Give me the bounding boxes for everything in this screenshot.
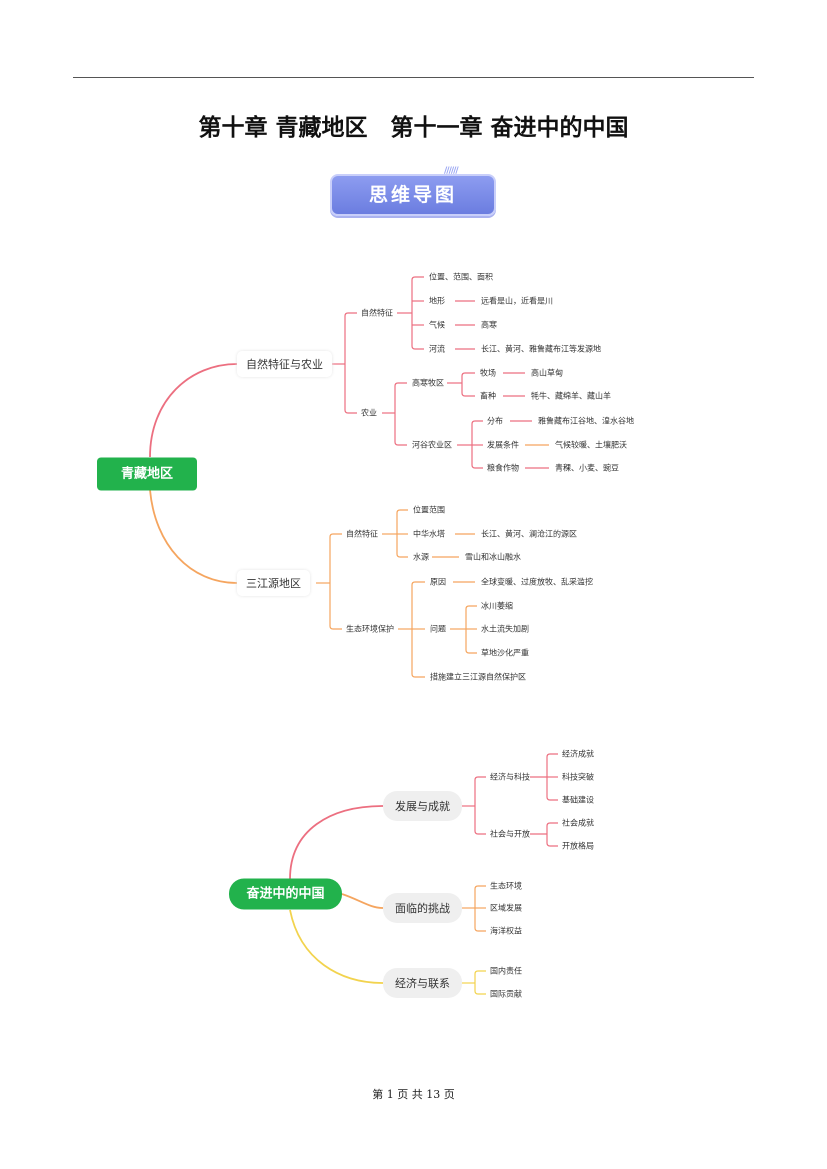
node: 原因 xyxy=(430,577,446,587)
node: 分布 xyxy=(487,416,503,426)
node: 自然特征 xyxy=(346,529,378,539)
map1-branch-sanjiangyuan: 三江源地区 xyxy=(237,570,310,596)
node: 高寒牧区 xyxy=(412,378,444,388)
node: 社会与开放 xyxy=(490,829,530,839)
node: 国际贡献 xyxy=(490,989,522,999)
node: 社会成就 xyxy=(562,818,594,828)
map2-branch-challenges: 面临的挑战 xyxy=(383,893,462,923)
connector-line xyxy=(471,464,483,469)
connector-line xyxy=(394,441,407,446)
connector-line xyxy=(344,312,357,317)
connector-line xyxy=(474,885,486,890)
map2-branch-development: 发展与成就 xyxy=(383,791,462,821)
connector-line xyxy=(461,372,475,377)
node: 远看是山，近看是川 xyxy=(481,296,553,306)
node: 开放格局 xyxy=(562,841,594,851)
connector-line xyxy=(329,533,342,538)
connector-line xyxy=(474,970,486,975)
connector-line xyxy=(465,605,477,610)
connector-line xyxy=(465,649,477,654)
node: 位置、范围、面积 xyxy=(429,272,493,282)
connector-line xyxy=(289,805,384,880)
connector-line xyxy=(344,409,357,414)
connector-line xyxy=(474,990,486,995)
node: 区域发展 xyxy=(490,903,522,913)
node: 经济成就 xyxy=(562,749,594,759)
connector-line xyxy=(411,345,424,350)
node: 牦牛、藏绵羊、藏山羊 xyxy=(531,391,611,401)
badge-decoration-icon: ////// xyxy=(444,166,459,176)
node: 粮食作物 xyxy=(487,463,519,473)
node: 发展条件 xyxy=(487,440,519,450)
node: 河谷农业区 xyxy=(412,440,452,450)
node: 经济与科技 xyxy=(490,772,530,782)
node: 长江、黄河、澜沧江的源区 xyxy=(481,529,577,539)
map2-root: 奋进中的中国 xyxy=(229,878,342,910)
node: 水源 xyxy=(413,552,429,562)
header-rule xyxy=(73,77,754,78)
node: 冰川萎缩 xyxy=(481,601,513,611)
node: 雅鲁藏布江谷地、湟水谷地 xyxy=(538,416,634,426)
page-footer: 第 1 页 共 13 页 xyxy=(372,1088,455,1101)
node: 问题 xyxy=(430,624,446,634)
node: 措施建立三江源自然保护区 xyxy=(430,672,526,682)
connector-line xyxy=(411,276,424,281)
node: 地形 xyxy=(429,296,445,306)
connector-line xyxy=(546,796,558,801)
mindmap-badge: 思维导图 xyxy=(330,174,496,216)
node: 中华水塔 xyxy=(413,529,445,539)
connector-line xyxy=(289,909,384,984)
node: 气候 xyxy=(429,320,445,330)
connector-line xyxy=(149,489,238,584)
connector-line xyxy=(546,842,558,847)
node: 雪山和冰山融水 xyxy=(465,552,521,562)
map1-root: 青藏地区 xyxy=(97,457,197,491)
node: 生态环境保护 xyxy=(346,624,394,634)
connector-line xyxy=(474,927,486,932)
connector-line xyxy=(329,625,342,630)
node: 草地沙化严重 xyxy=(481,648,529,658)
node: 青稞、小麦、豌豆 xyxy=(555,463,619,473)
node: 农业 xyxy=(361,408,377,418)
connector-line xyxy=(461,392,475,397)
connector-line xyxy=(411,581,425,586)
node: 畜种 xyxy=(480,391,496,401)
node: 高寒 xyxy=(481,320,497,330)
connector-line xyxy=(396,553,408,558)
connector-line xyxy=(546,822,558,827)
node: 全球变暖、过度放牧、乱采滥挖 xyxy=(481,577,593,587)
node: 长江、黄河、雅鲁藏布江等发源地 xyxy=(481,344,601,354)
connector-line xyxy=(471,420,483,425)
node: 生态环境 xyxy=(490,881,522,891)
node: 国内责任 xyxy=(490,966,522,976)
node: 河流 xyxy=(429,344,445,354)
node: 基础建设 xyxy=(562,795,594,805)
node: 科技突破 xyxy=(562,772,594,782)
connector-line xyxy=(396,509,408,514)
connector-line xyxy=(394,382,407,387)
node: 海洋权益 xyxy=(490,926,522,936)
map1-branch-natural-agri: 自然特征与农业 xyxy=(237,351,332,377)
connector-line xyxy=(341,893,384,909)
node: 牧场 xyxy=(480,368,496,378)
connector-line xyxy=(149,363,238,458)
connector-line xyxy=(546,753,558,758)
node: 高山草甸 xyxy=(531,368,563,378)
page-title: 第十章 青藏地区 第十一章 奋进中的中国 xyxy=(198,114,629,141)
connector-line xyxy=(474,830,486,835)
node: 水土流失加剧 xyxy=(481,624,529,634)
map2-branch-connections: 经济与联系 xyxy=(383,968,462,998)
node: 气候较暖、土壤肥沃 xyxy=(555,440,627,450)
node: 位置范围 xyxy=(413,505,445,515)
connector-line xyxy=(411,673,425,678)
connector-line xyxy=(474,776,486,781)
node: 自然特征 xyxy=(361,308,393,318)
